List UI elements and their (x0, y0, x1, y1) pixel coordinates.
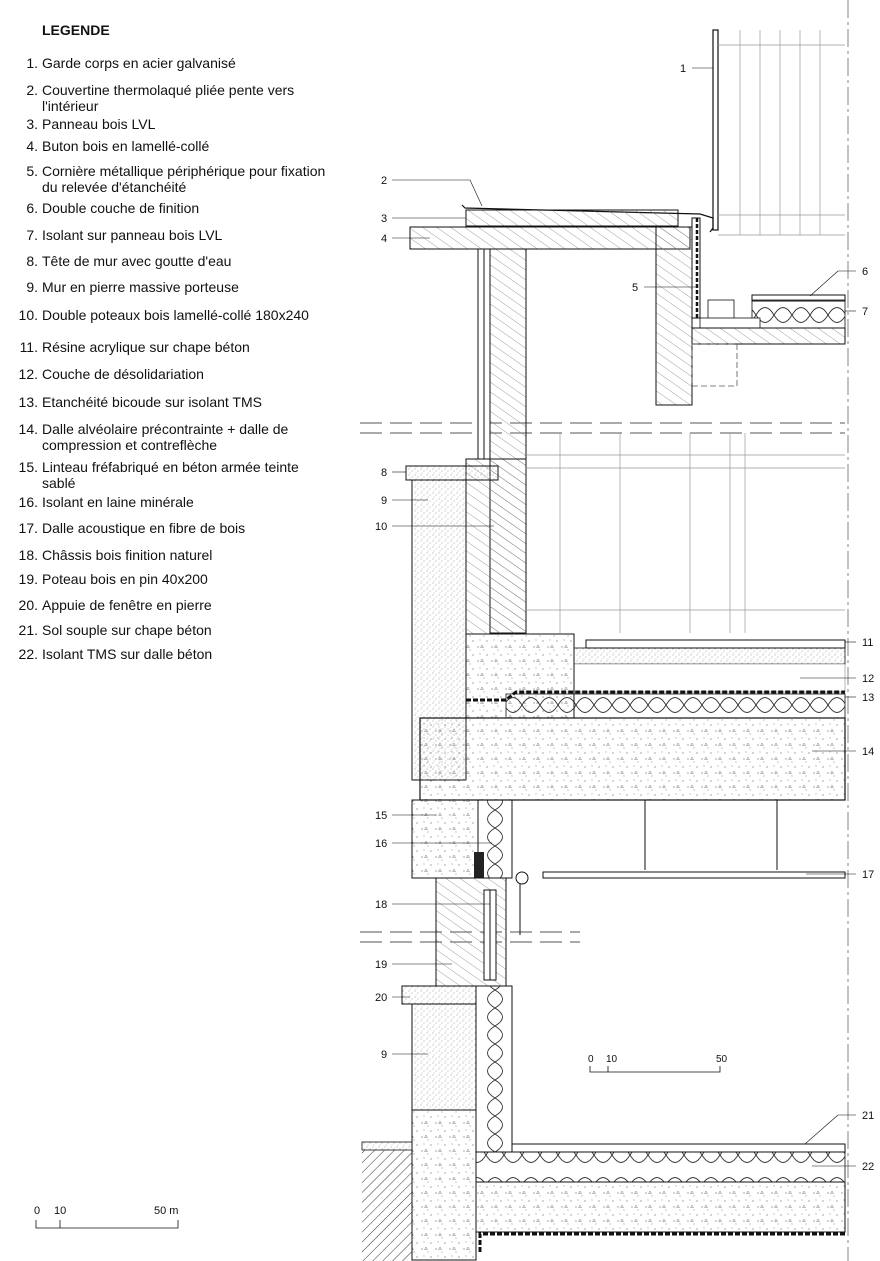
legend-item-number: 15. (18, 459, 38, 475)
callout-11: 11 (862, 637, 873, 649)
callout-13: 13 (862, 692, 874, 704)
legend-item-text: Châssis bois finition naturel (42, 547, 213, 563)
legend-item-text: Isolant sur panneau bois LVL (42, 227, 223, 243)
callout-7: 7 (862, 306, 868, 318)
ground-floor (361, 1141, 846, 1261)
legend-item-number: 9. (26, 279, 38, 295)
legend-item-text: Isolant en laine minérale (42, 494, 194, 510)
callout-10: 10 (375, 521, 387, 533)
callout-12: 12 (862, 673, 874, 685)
callout-8: 8 (381, 467, 387, 479)
legend-item-number: 4. (26, 138, 38, 154)
legend-item-text: Linteau fréfabriqué en béton armée teint… (42, 459, 299, 491)
legend-item-number: 5. (26, 163, 38, 179)
inner-scale-10: 10 (606, 1054, 618, 1065)
steel-railing (712, 29, 845, 236)
legend-item-text: Appuie de fenêtre en pierre (42, 597, 212, 613)
legend-item-number: 13. (18, 394, 38, 410)
hollow-core-slab (419, 717, 846, 801)
callout-14: 14 (862, 746, 874, 758)
legend-item-number: 19. (18, 571, 38, 587)
legend-item-number: 8. (26, 253, 38, 269)
scale-10: 10 (54, 1205, 66, 1217)
legend-item-number: 20. (18, 597, 38, 613)
legend-item-number: 11. (19, 339, 38, 355)
callout-5: 5 (632, 282, 638, 294)
legend-item-text: Panneau bois LVL (42, 116, 156, 132)
leader-lines (392, 67, 856, 1167)
main-scale-bar: 0 10 50 m (34, 1205, 178, 1229)
legend-item-text: Mur en pierre massive porteuse (42, 279, 239, 295)
callout-9b: 9 (381, 1049, 387, 1061)
lintel (411, 799, 513, 879)
legend-item-number: 22. (18, 646, 38, 662)
legend-item-number: 12. (18, 366, 38, 382)
legend-item-text: Tête de mur avec goutte d'eau (42, 253, 232, 269)
callout-6: 6 (862, 266, 868, 278)
callout-1: 1 (680, 63, 686, 75)
roof-buildup (691, 294, 846, 387)
window-frame (435, 871, 529, 987)
inner-scale-50: 50 (716, 1054, 728, 1065)
legend: LEGENDE 1.Garde corps en acier galvanisé… (0, 0, 340, 700)
legend-item-text: Cornière métallique périphérique pour fi… (42, 163, 326, 195)
inner-scale-0: 0 (588, 1054, 594, 1065)
upper-wall (465, 248, 527, 635)
legend-item-text: Buton bois en lamellé-collé (42, 138, 210, 154)
callout-9a: 9 (381, 495, 387, 507)
callout-20: 20 (375, 992, 387, 1004)
callout-3: 3 (381, 213, 387, 225)
legend-item-text: Dalle acoustique en fibre de bois (42, 520, 246, 536)
legend-item-number: 6. (26, 200, 38, 216)
callout-labels: 1 2 3 4 5 6 7 8 9 10 11 12 13 14 15 16 1… (375, 63, 874, 1173)
legend-item-text: Double couche de finition (42, 200, 200, 216)
legend-item-text: Double poteaux bois lamellé-collé 180x24… (42, 307, 309, 323)
callout-15: 15 (375, 810, 387, 822)
legend-item-number: 3. (26, 116, 38, 132)
legend-item-number: 14. (18, 421, 38, 437)
acoustic-ceiling (542, 800, 846, 879)
legend-item-number: 1. (26, 55, 38, 71)
floor-buildup (465, 633, 846, 719)
legend-item-text: Etanchéité bicoude sur isolant TMS (42, 394, 262, 410)
legend-item-text: Garde corps en acier galvanisé (42, 55, 236, 71)
legend-item-text: Résine acrylique sur chape béton (42, 339, 250, 355)
callout-4: 4 (381, 233, 387, 245)
legend-item-text: Sol souple sur chape béton (42, 622, 212, 638)
legend-item-number: 16. (18, 494, 38, 510)
legend-item-text: Isolant TMS sur dalle béton (42, 646, 213, 662)
scale-0: 0 (34, 1205, 40, 1217)
legend-item-text: Couche de désolidariation (42, 366, 204, 382)
callout-21: 21 (862, 1110, 874, 1122)
callout-17: 17 (862, 869, 874, 881)
roof-edge (409, 204, 735, 406)
legend-item-text: Poteau bois en pin 40x200 (42, 571, 208, 587)
legend-item-number: 7. (26, 227, 38, 243)
legend-item-number: 10. (18, 307, 38, 323)
legend-title: LEGENDE (42, 22, 110, 38)
callout-16: 16 (375, 838, 387, 850)
callout-22: 22 (862, 1161, 874, 1173)
legend-item-number: 18. (18, 547, 38, 563)
interior-elevation (526, 433, 845, 633)
legend-item-text: Dalle alvéolaire précontrainte + dalle d… (42, 421, 289, 453)
legend-item-text: Couvertine thermolaqué pliée pente vers … (42, 82, 295, 114)
legend-item-number: 17. (18, 520, 38, 536)
scale-50: 50 m (154, 1205, 178, 1217)
inner-scale-bar: 0 10 50 (588, 1054, 728, 1073)
legend-item-number: 2. (26, 82, 38, 98)
callout-19: 19 (375, 959, 387, 971)
window-sill (401, 985, 513, 1261)
legend-item-number: 21. (18, 622, 38, 638)
callout-18: 18 (375, 899, 387, 911)
callout-2: 2 (381, 175, 387, 187)
